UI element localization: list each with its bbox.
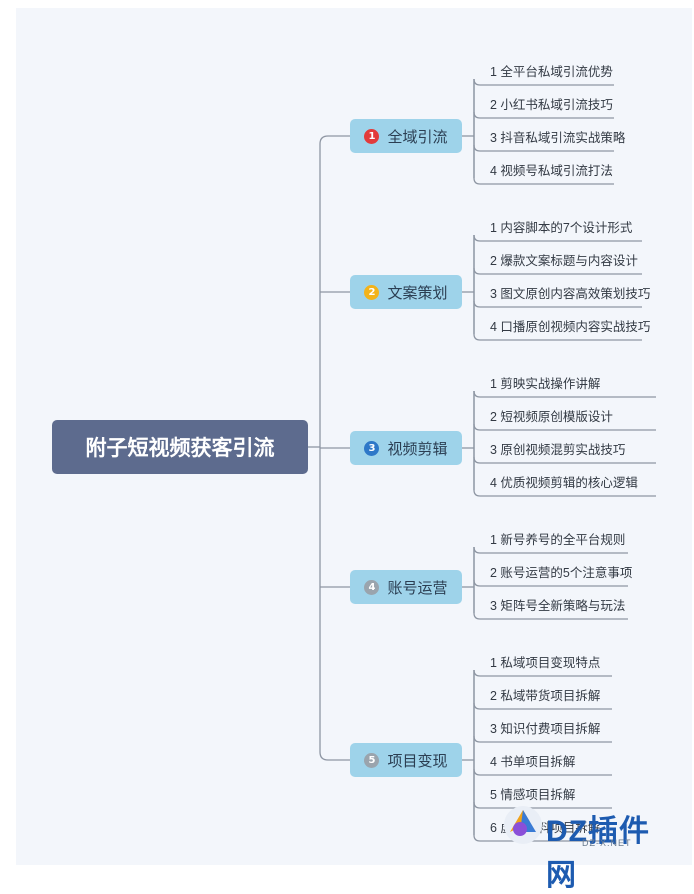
leaf-item: 4 书单项目拆解	[490, 755, 576, 769]
branch-label: 账号运营	[387, 579, 448, 597]
leaf-item: 2 短视频原创模版设计	[490, 410, 613, 424]
spine-lower	[319, 447, 350, 761]
watermark-icon	[504, 806, 542, 844]
watermark-text: DZ插件网	[546, 815, 650, 892]
leaf-item: 1 私域项目变现特点	[490, 656, 601, 670]
branch-label: 项目变现	[387, 752, 448, 770]
branch-label: 文案策划	[387, 284, 448, 302]
leaf-underline	[473, 489, 656, 497]
leaf-item: 3 知识付费项目拆解	[490, 722, 601, 736]
watermark-subtext: DZ-X.NET	[582, 838, 632, 848]
branch-node: 1 全域引流	[350, 119, 462, 153]
number-badge-icon: 2	[364, 284, 380, 300]
branch-node: 4 账号运营	[350, 570, 462, 604]
number-badge-icon: 1	[364, 128, 380, 144]
leaf-item: 1 新号养号的全平台规则	[490, 533, 626, 547]
leaf-underline	[473, 333, 642, 341]
leaf-item: 5 情感项目拆解	[490, 788, 576, 802]
leaf-underline	[473, 612, 628, 620]
watermark-logo: DZ插件网 DZ-X.NET	[500, 800, 680, 892]
leaf-item: 1 全平台私域引流优势	[490, 65, 613, 79]
leaf-item: 1 内容脚本的7个设计形式	[490, 221, 633, 235]
leaf-underline	[473, 177, 614, 185]
number-badge-icon: 5	[364, 752, 380, 768]
root-label: 附子短视频获客引流	[85, 437, 275, 460]
branch-label: 全域引流	[387, 128, 448, 146]
spine-upper	[319, 135, 350, 447]
leaf-item: 3 抖音私域引流实战策略	[490, 131, 626, 145]
leaf-item: 4 口播原创视频内容实战技巧	[490, 320, 651, 334]
number-badge-icon: 3	[364, 440, 380, 456]
branch-node: 3 视频剪辑	[350, 431, 462, 465]
leaf-item: 2 爆款文案标题与内容设计	[490, 254, 638, 268]
leaf-underline	[473, 834, 612, 842]
leaf-item: 3 矩阵号全新策略与玩法	[490, 599, 626, 613]
leaf-item: 3 原创视频混剪实战技巧	[490, 443, 626, 457]
leaf-item: 1 剪映实战操作讲解	[490, 377, 601, 391]
leaf-item: 2 私域带货项目拆解	[490, 689, 601, 703]
leaf-item: 4 视频号私域引流打法	[490, 164, 613, 178]
root-node: 附子短视频获客引流	[52, 420, 308, 474]
branch-label: 视频剪辑	[387, 440, 448, 458]
leaf-item: 4 优质视频剪辑的核心逻辑	[490, 476, 638, 490]
number-badge-icon: 4	[364, 579, 380, 595]
branch-node: 5 项目变现	[350, 743, 462, 777]
leaf-item: 2 小红书私域引流技巧	[490, 98, 613, 112]
branch-node: 2 文案策划	[350, 275, 462, 309]
connector-lines	[308, 78, 656, 842]
leaf-item: 2 账号运营的5个注意事项	[490, 566, 633, 580]
leaf-item: 3 图文原创内容高效策划技巧	[490, 287, 651, 301]
